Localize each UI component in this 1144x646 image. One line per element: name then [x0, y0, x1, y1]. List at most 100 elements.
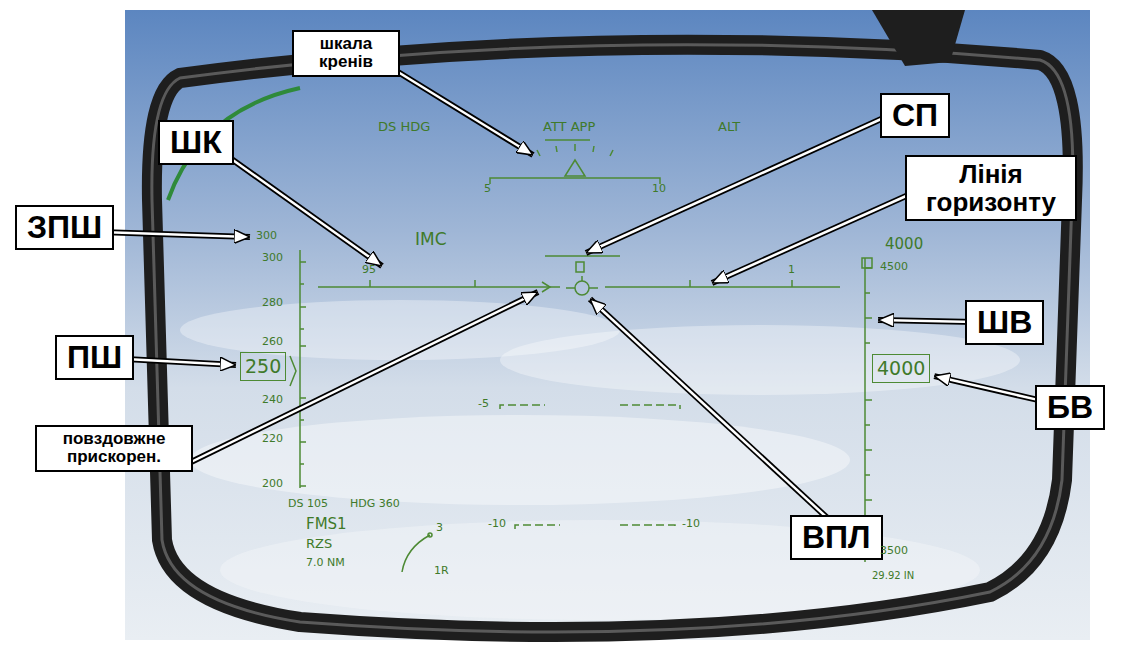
callout-label: ШК	[158, 120, 234, 165]
leader-outline	[712, 192, 915, 283]
heading-tick	[689, 280, 691, 287]
node-text: СП	[892, 98, 938, 133]
fpv-wing	[566, 287, 575, 289]
hud-readout: 1	[788, 264, 795, 276]
cloud	[190, 415, 850, 505]
visor-frame	[152, 45, 1073, 632]
leader-line	[586, 115, 890, 253]
callout-label: ПШ	[55, 335, 134, 380]
hud-readout: 1R	[434, 565, 449, 577]
node-text: Лінія горизонту	[917, 160, 1065, 216]
heading-tick	[369, 280, 371, 287]
roll-tick	[556, 146, 557, 152]
leader-line	[185, 292, 538, 465]
hud-readout: 300	[262, 252, 283, 264]
airspeed-box: 250	[240, 352, 286, 381]
hud-readout: -10	[488, 518, 506, 530]
roll-pointer	[565, 160, 585, 176]
leader-outline	[878, 320, 975, 322]
roll-tick	[610, 150, 613, 156]
hud-readout: 7.0 NM	[306, 557, 345, 569]
pitch-bar	[620, 525, 675, 529]
leader-arrow	[185, 292, 538, 465]
heading-tick	[474, 280, 476, 287]
hud-readout: -10	[682, 518, 700, 530]
node-text: ШК	[170, 125, 222, 160]
pitch-bar	[620, 405, 680, 409]
hud-readout: IMC	[415, 230, 447, 249]
node-text: 250	[245, 356, 281, 377]
leader-arrow	[878, 320, 975, 322]
roll-tick	[537, 150, 540, 156]
hud-readout: 10	[652, 183, 666, 195]
leader-arrow	[712, 192, 915, 283]
hud-readout: RZS	[306, 537, 332, 551]
dial-arc	[402, 535, 430, 572]
node-text: ЗПШ	[27, 210, 102, 245]
altitude-ticks	[865, 268, 872, 552]
heading-tick	[791, 280, 793, 287]
leader-line	[878, 320, 975, 322]
leader-arrow	[590, 299, 835, 525]
callout-label: БВ	[1035, 385, 1105, 430]
leader-line	[130, 359, 236, 365]
flight-director-mark	[576, 262, 584, 272]
node-text: ПШ	[67, 340, 122, 375]
speed-bracket	[290, 356, 296, 386]
altitude-box: 4000	[872, 354, 930, 383]
roll-arrow	[545, 139, 590, 141]
callout-label: Лінія горизонту	[905, 155, 1077, 221]
leader-arrow	[130, 359, 236, 365]
hud-readout: -5	[478, 398, 489, 410]
hud-readout: 240	[262, 394, 283, 406]
hud-readout: ALT	[718, 120, 740, 134]
visor-highlight	[152, 45, 1073, 632]
callout-label: СП	[880, 93, 950, 138]
leader-outline	[185, 292, 538, 465]
leader-arrow	[100, 232, 250, 237]
leader-outline	[385, 64, 533, 155]
flight-director	[545, 255, 620, 257]
node-text: ВПЛ	[802, 520, 871, 555]
node-text: повздовжне прискорен.	[47, 430, 181, 467]
hud-readout: 3500	[880, 545, 908, 557]
cloud	[500, 325, 1020, 395]
hud-readout: FMS1	[306, 516, 347, 533]
hud-readout: HDG 360	[350, 498, 400, 510]
hud-readout: 5	[484, 183, 491, 195]
leader-line	[100, 232, 250, 237]
hud-readout: ATT APP	[543, 120, 595, 134]
callout-label: ШВ	[965, 300, 1044, 345]
pitch-bar	[500, 405, 545, 409]
visor-strap	[872, 10, 965, 66]
speed-tape	[299, 250, 301, 488]
callout-label: повздовжне прискорен.	[35, 425, 193, 472]
leader-outline	[586, 115, 890, 253]
horizon-line	[318, 286, 560, 288]
node-text: шкала кренів	[304, 35, 388, 72]
hud-readout: 260	[262, 336, 283, 348]
hud-readout: DS 105	[288, 498, 328, 510]
hud-readout: 29.92 IN	[872, 570, 914, 581]
pitch-bar	[515, 525, 560, 529]
node-text: 4000	[877, 358, 925, 379]
roll-tick	[574, 144, 576, 151]
altitude-bug	[862, 258, 872, 268]
hud-readout: 280	[262, 297, 283, 309]
fpv-fin	[581, 276, 583, 281]
hud-readout: 220	[262, 433, 283, 445]
callout-label: шкала кренів	[292, 30, 400, 77]
leader-arrow	[934, 376, 1039, 400]
hud-readout: 4500	[880, 261, 908, 273]
leader-line	[385, 64, 533, 155]
node-text: ШВ	[977, 305, 1032, 340]
hud-readout: 300	[256, 230, 277, 242]
leader-outline	[230, 158, 382, 266]
hud-readout: 95	[362, 264, 376, 276]
leader-arrow	[586, 115, 890, 253]
flight-path-vector	[575, 281, 589, 295]
leader-outline	[934, 376, 1039, 400]
horizon-line	[605, 286, 840, 288]
leader-outline	[130, 359, 236, 365]
